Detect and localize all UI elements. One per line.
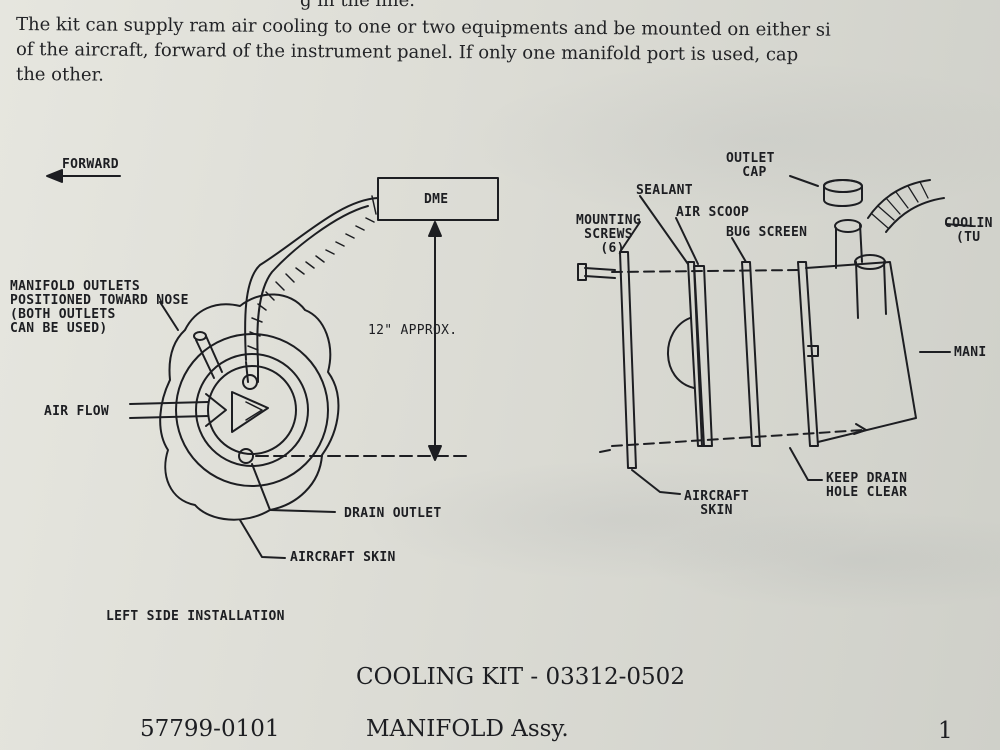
exploded-air-scoop xyxy=(693,265,713,447)
manifold-outlet-right xyxy=(245,361,259,383)
bug-screen-label: BUG SCREEN xyxy=(726,225,808,240)
air-flow-arrow xyxy=(129,401,209,419)
part-name: MANIFOLD Assy. xyxy=(366,716,569,742)
text-line-fragment: g in the line. xyxy=(300,0,415,11)
page-number: 1 xyxy=(938,718,953,744)
leader-air-scoop xyxy=(675,217,699,265)
aircraft-skin-label: AIRCRAFT SKIN xyxy=(290,550,396,565)
drain-outlet-hole xyxy=(238,448,254,464)
exploded-aircraft-skin xyxy=(619,251,637,469)
leader-manifold-outlets xyxy=(159,301,179,331)
cooling-tube xyxy=(867,179,945,233)
aircraft-skin-right-label: AIRCRAFT SKIN xyxy=(684,489,750,518)
outlet-cap-label: OUTLET CAP xyxy=(726,151,775,180)
manifold-outlet-tube-2 xyxy=(855,261,887,319)
manifold-outlets-label: MANIFOLD OUTLETS POSITIONED TOWARD NOSE … xyxy=(10,279,189,336)
manifold-label: MANI xyxy=(954,345,987,360)
installation-label: LEFT SIDE INSTALLATION xyxy=(106,609,285,624)
leader-outlet-cap xyxy=(789,175,819,187)
air-scoop-label: AIR SCOOP xyxy=(676,205,750,220)
leader-aircraft-skin-right xyxy=(631,469,681,495)
bug-screen xyxy=(741,261,761,447)
approx-dimension-label: 12" APPROX. xyxy=(368,323,458,338)
leader-aircraft-skin xyxy=(239,519,286,559)
keep-drain-label: KEEP DRAIN HOLE CLEAR xyxy=(826,471,908,500)
manifold-housing xyxy=(797,261,819,447)
dme-label: DME xyxy=(424,192,449,207)
mounting-screws-label: MOUNTING SCREWS (6) xyxy=(576,213,642,256)
manifold-outer-ring xyxy=(175,333,329,487)
manifold-outlet-left xyxy=(195,335,223,379)
aircraft-skin-patch xyxy=(159,293,340,521)
leader-cooling-tube xyxy=(945,223,973,227)
part-number: 57799-0101 xyxy=(140,716,280,742)
air-scoop-shape xyxy=(231,391,269,433)
sealant-label: SEALANT xyxy=(636,183,693,198)
kit-title: COOLING KIT - 03312-0502 xyxy=(356,664,685,690)
mounting-screw xyxy=(584,267,616,279)
air-flow-label: AIR FLOW xyxy=(44,404,110,419)
leader-bug-screen xyxy=(731,237,747,263)
forward-label: FORWARD xyxy=(62,157,119,172)
tube-label: (TU xyxy=(956,230,981,245)
cooling-hose xyxy=(244,197,379,361)
leader-drain-outlet xyxy=(251,463,336,513)
leader-sealant xyxy=(639,195,689,265)
leader-mounting-screws xyxy=(619,221,641,253)
cooling-tube-label: COOLIN xyxy=(944,216,993,231)
drain-outlet-label: DRAIN OUTLET xyxy=(344,506,442,521)
leader-keep-drain xyxy=(789,447,823,481)
